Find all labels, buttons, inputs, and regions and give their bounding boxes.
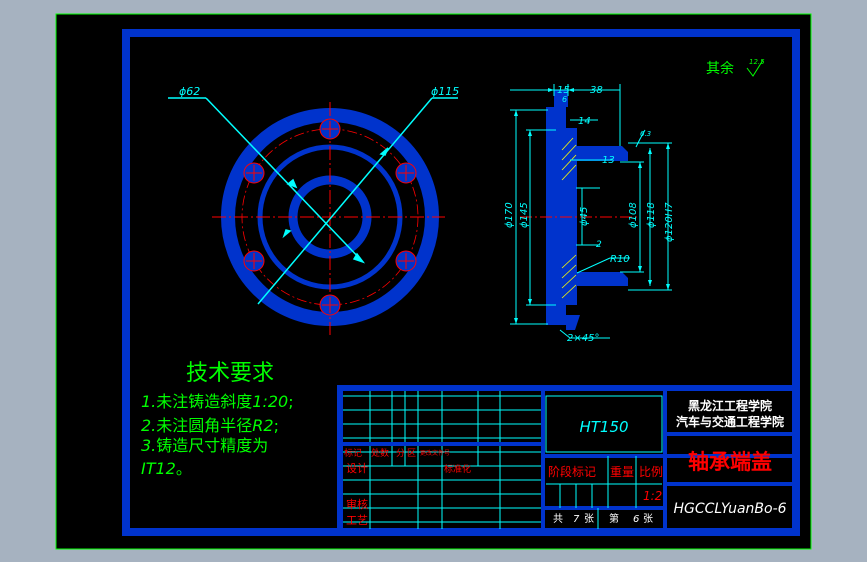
dim-bolt-circle: ϕ115	[431, 85, 459, 98]
dim-d118: ϕ118	[646, 202, 657, 228]
review-label: 审核	[346, 497, 368, 511]
dim-small-hole: ϕ62	[179, 85, 200, 98]
header-count: 处数	[371, 447, 389, 459]
design-label: 设计	[346, 462, 368, 475]
sheet-label: 第	[609, 512, 619, 525]
dim-d108: ϕ108	[628, 202, 639, 228]
dim-chamfer: 2×45°	[567, 333, 599, 344]
header-file: 更改文件号	[420, 449, 450, 457]
revision-grid	[343, 391, 543, 529]
front-dimension-leaders	[168, 97, 458, 305]
dim-top-15: 15	[557, 85, 570, 96]
dim-d120: ϕ120H7	[664, 202, 675, 242]
roughness-6-3: 6.3	[640, 130, 651, 138]
dim-2: 2	[596, 240, 602, 250]
roughness-symbol-icon	[746, 59, 764, 77]
dim-d145: ϕ145	[519, 202, 530, 228]
dim-14: 14	[578, 116, 591, 127]
sheet-value: 6	[633, 514, 639, 525]
sheet-unit-2: 张	[643, 513, 653, 525]
section-body	[546, 90, 628, 330]
tech-req-item-2: 2.未注圆角半径R2;	[141, 416, 279, 435]
stage-mark-label: 阶段标记	[548, 464, 596, 479]
scale-value: 1:2	[643, 489, 662, 503]
revision-labels: 标记 处数 分 区 更改文件号 设计 标准化 审核 工艺	[344, 447, 471, 527]
roughness-label: 其余	[706, 60, 734, 77]
front-view: ϕ62 ϕ115	[168, 85, 459, 335]
total-label: 共	[553, 513, 563, 525]
header-zone-1: 分	[396, 448, 405, 459]
drawing-code: HGCCLYuanBo-6	[673, 501, 786, 517]
dim-top-38: 38	[590, 85, 603, 96]
sheet-count: 共 7 张 第 6 张	[553, 512, 653, 525]
school-name-2: 汽车与交通工程学院	[676, 414, 784, 429]
section-hatching	[561, 137, 577, 299]
total-value: 7	[573, 514, 580, 525]
scale-label: 比例	[639, 465, 663, 479]
sheet-unit: 张	[584, 513, 594, 525]
stage-grid	[546, 456, 662, 529]
tech-req-item-1: 1.未注铸造斜度1:20;	[141, 392, 294, 411]
dim-d45: ϕ45	[579, 207, 590, 226]
bolt-hole-crosses	[246, 121, 414, 313]
roughness-value: 12.5	[749, 58, 765, 66]
roughness-note: 其余 12.5	[706, 58, 765, 77]
header-mark: 标记	[344, 447, 362, 459]
process-label: 工艺	[346, 514, 368, 527]
dim-6: 6	[562, 95, 567, 104]
weight-label: 重量	[610, 465, 634, 479]
title-block: HT150 黑龙江工程学院 汽车与交通工程学院 轴承端盖 HGCCLYuanBo…	[337, 385, 799, 535]
tech-req-item-3-value: IT12。	[141, 459, 192, 478]
dim-d170: ϕ170	[504, 202, 515, 228]
school-name-1: 黑龙江工程学院	[688, 398, 772, 413]
tech-req-title: 技术要求	[186, 361, 274, 386]
dim-r10: R10	[610, 254, 630, 265]
dim-13: 13	[602, 155, 615, 166]
tech-req-item-3: 3.铸造尺寸精度为	[141, 436, 268, 455]
tech-requirements: 技术要求 1.未注铸造斜度1:20; 2.未注圆角半径R2; 3.铸造尺寸精度为…	[141, 361, 294, 478]
material-label: HT150	[579, 418, 628, 436]
standardize-label: 标准化	[444, 463, 471, 475]
header-zone-2: 区	[407, 448, 416, 459]
paper-border	[55, 13, 812, 550]
section-arrows	[514, 88, 670, 324]
section-view: 15 38 14 13 6 2 R10 6.3 2×45° ϕ170 ϕ145 …	[504, 84, 675, 344]
part-name: 轴承端盖	[688, 450, 772, 474]
